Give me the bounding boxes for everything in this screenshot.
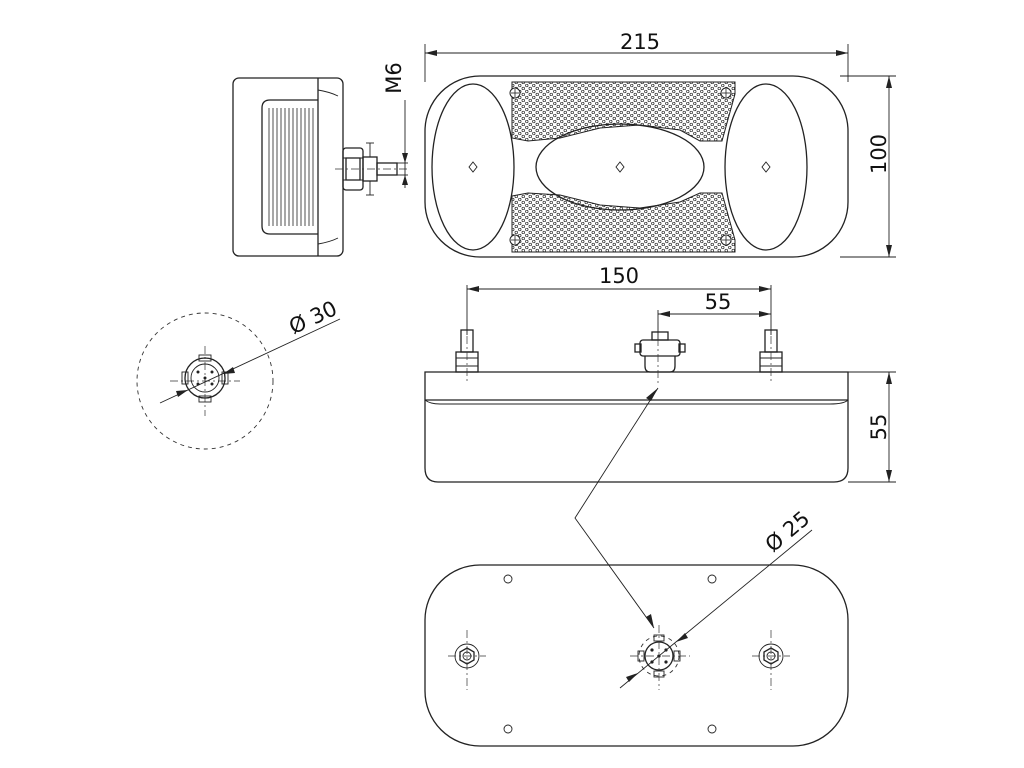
right-lens-mark — [761, 161, 771, 173]
detail-circle — [136, 312, 274, 450]
left-lens — [431, 83, 515, 251]
dimension-connector-offset: 55 — [657, 290, 771, 340]
left-lens-mark — [468, 161, 478, 173]
side-connector — [335, 142, 410, 196]
right-nut-icon — [752, 630, 790, 690]
side-view: M6 — [232, 62, 410, 257]
dimension-depth: 55 — [848, 371, 896, 483]
left-stud — [455, 320, 479, 384]
front-view: 215 100 — [424, 30, 896, 258]
mount-hole — [707, 724, 717, 734]
mount-hole — [503, 724, 513, 734]
screw-icon — [509, 87, 521, 99]
reference-leader — [574, 387, 659, 629]
screw-icon — [720, 234, 732, 246]
mount-hole — [707, 574, 717, 584]
back-housing — [424, 564, 849, 747]
dimension-connector-offset-label: 55 — [705, 290, 732, 314]
dimension-diameter-left-label: Ø 30 — [285, 296, 340, 339]
dimension-diameter-bottom-label: Ø 25 — [761, 506, 815, 556]
top-housing — [424, 371, 849, 483]
mount-hole — [503, 574, 513, 584]
dimension-stud-spacing-label: 150 — [599, 264, 639, 288]
back-view: Ø 25 — [424, 506, 849, 747]
reflector-mesh-top — [511, 81, 736, 142]
dimension-width: 215 — [424, 30, 849, 82]
left-nut-icon — [448, 630, 486, 690]
reflector-mesh-bottom — [511, 192, 736, 253]
right-stud — [759, 320, 783, 384]
dimension-depth-label: 55 — [867, 414, 891, 441]
dimension-thread-label: M6 — [382, 62, 406, 93]
right-lens — [724, 83, 808, 251]
screw-icon — [720, 87, 732, 99]
screw-icon — [509, 234, 521, 246]
dimension-height: 100 — [840, 75, 896, 258]
center-lens — [535, 123, 705, 211]
dimension-thread: M6 — [382, 62, 408, 188]
side-lens-fins — [267, 108, 314, 226]
dimension-width-label: 215 — [620, 30, 660, 54]
top-view: 150 55 — [424, 264, 896, 483]
top-connector — [634, 322, 686, 386]
center-lens-mark — [615, 161, 625, 173]
connector-detail-view: Ø 30 — [136, 296, 341, 450]
back-connector — [630, 625, 690, 690]
lamp-housing-front — [424, 75, 849, 258]
dimension-height-label: 100 — [867, 134, 891, 174]
